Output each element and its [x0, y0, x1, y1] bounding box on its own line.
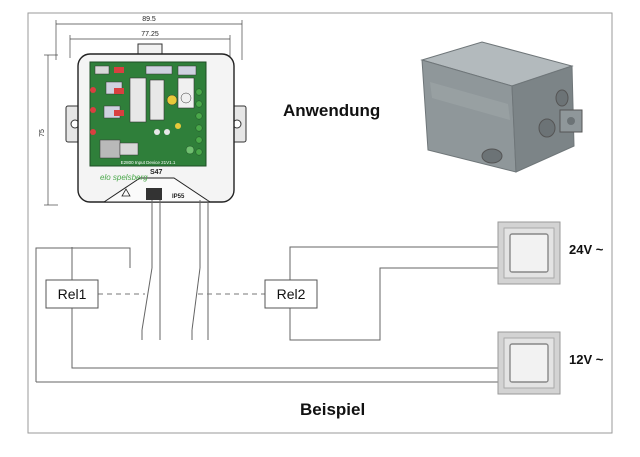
cable-entry [146, 188, 162, 200]
dimension-inner: 77.25 [141, 31, 159, 38]
earth-symbol-icon [121, 188, 131, 197]
title-anwendung: Anwendung [283, 101, 381, 120]
brand-logo: elo spelsberg [100, 173, 148, 182]
relay-rel2-label: Rel2 [276, 286, 306, 302]
dimension-outer: 89.5 [142, 16, 156, 23]
outer-frame [27, 12, 613, 434]
relay-rel2-box [264, 279, 318, 309]
dimension-lines [44, 20, 243, 206]
voltage-label-24v: 24V ~ [569, 242, 604, 257]
model-label: S47 [150, 169, 163, 176]
relay-rel1-box [45, 279, 99, 309]
relay-rel1-label: Rel1 [57, 286, 87, 302]
voltage-label-12v: 12V ~ [569, 352, 604, 367]
wiring [35, 200, 498, 383]
switch-24v [497, 221, 561, 285]
pcb-board [89, 61, 207, 167]
caption-beispiel: Beispiel [300, 400, 366, 419]
switch-12v [497, 331, 561, 395]
pcb-board-label: E2800 Input Device 21V1.1 [121, 160, 176, 165]
dimension-height: 75 [39, 129, 46, 137]
rating-label: IP55 [172, 194, 185, 200]
junction-box-3d [420, 41, 583, 173]
